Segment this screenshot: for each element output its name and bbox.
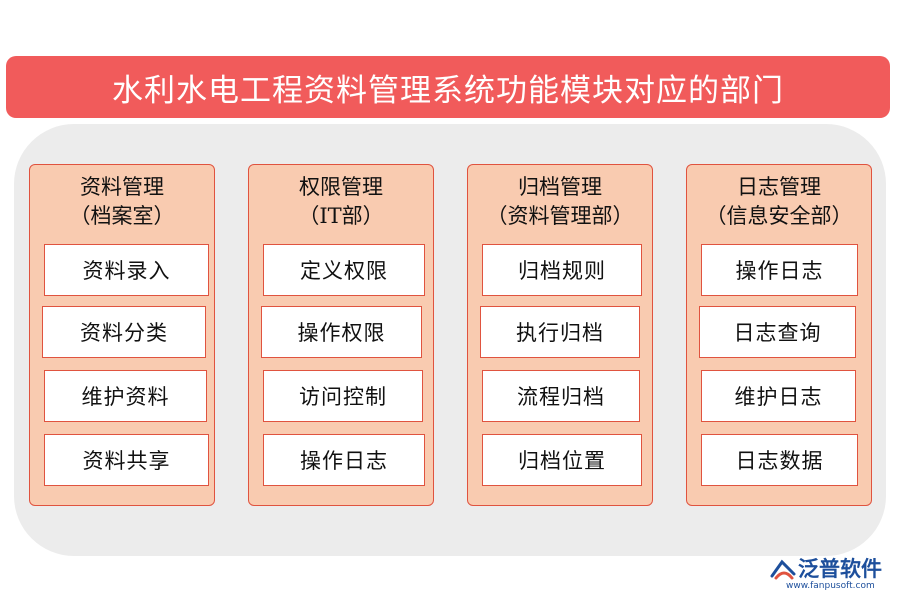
module-item: 流程归档 [482,370,640,422]
module-item: 资料分类 [42,306,206,358]
module-department: （IT部） [298,204,384,228]
diagram-title: 水利水电工程资料管理系统功能模块对应的部门 [112,72,784,109]
module-item: 操作权限 [261,306,422,358]
logo-url: www.fanpusoft.com [786,581,875,591]
module-item: 操作日志 [701,244,858,296]
module-item: 归档规则 [482,244,642,296]
module-item: 归档位置 [482,434,642,486]
module-name: 归档管理 [518,175,602,199]
module-header-4: 日志管理 （信息安全部） [687,173,871,231]
module-header-1: 资料管理 （档案室） [30,173,214,231]
module-item: 资料共享 [44,434,209,486]
module-item: 定义权限 [263,244,425,296]
module-department: （资料管理部） [486,204,634,228]
module-item: 访问控制 [263,370,423,422]
module-item: 日志数据 [701,434,858,486]
title-banner: 水利水电工程资料管理系统功能模块对应的部门 [6,56,890,118]
module-name: 资料管理 [80,175,164,199]
module-item: 日志查询 [699,306,856,358]
module-header-2: 权限管理 （IT部） [249,173,433,231]
module-name: 权限管理 [299,175,383,199]
logo-name: 泛普软件 [798,557,882,581]
module-department: （档案室） [69,204,175,228]
fanpu-logo: 泛普软件 www.fanpusoft.com [768,552,894,596]
module-department: （信息安全部） [705,204,853,228]
module-item: 资料录入 [44,244,209,296]
module-item: 操作日志 [263,434,425,486]
fanpu-logo-icon [770,559,796,580]
module-name: 日志管理 [737,175,821,199]
module-header-3: 归档管理 （资料管理部） [468,173,652,231]
module-item: 维护日志 [701,370,856,422]
module-item: 维护资料 [44,370,207,422]
module-item: 执行归档 [480,306,640,358]
